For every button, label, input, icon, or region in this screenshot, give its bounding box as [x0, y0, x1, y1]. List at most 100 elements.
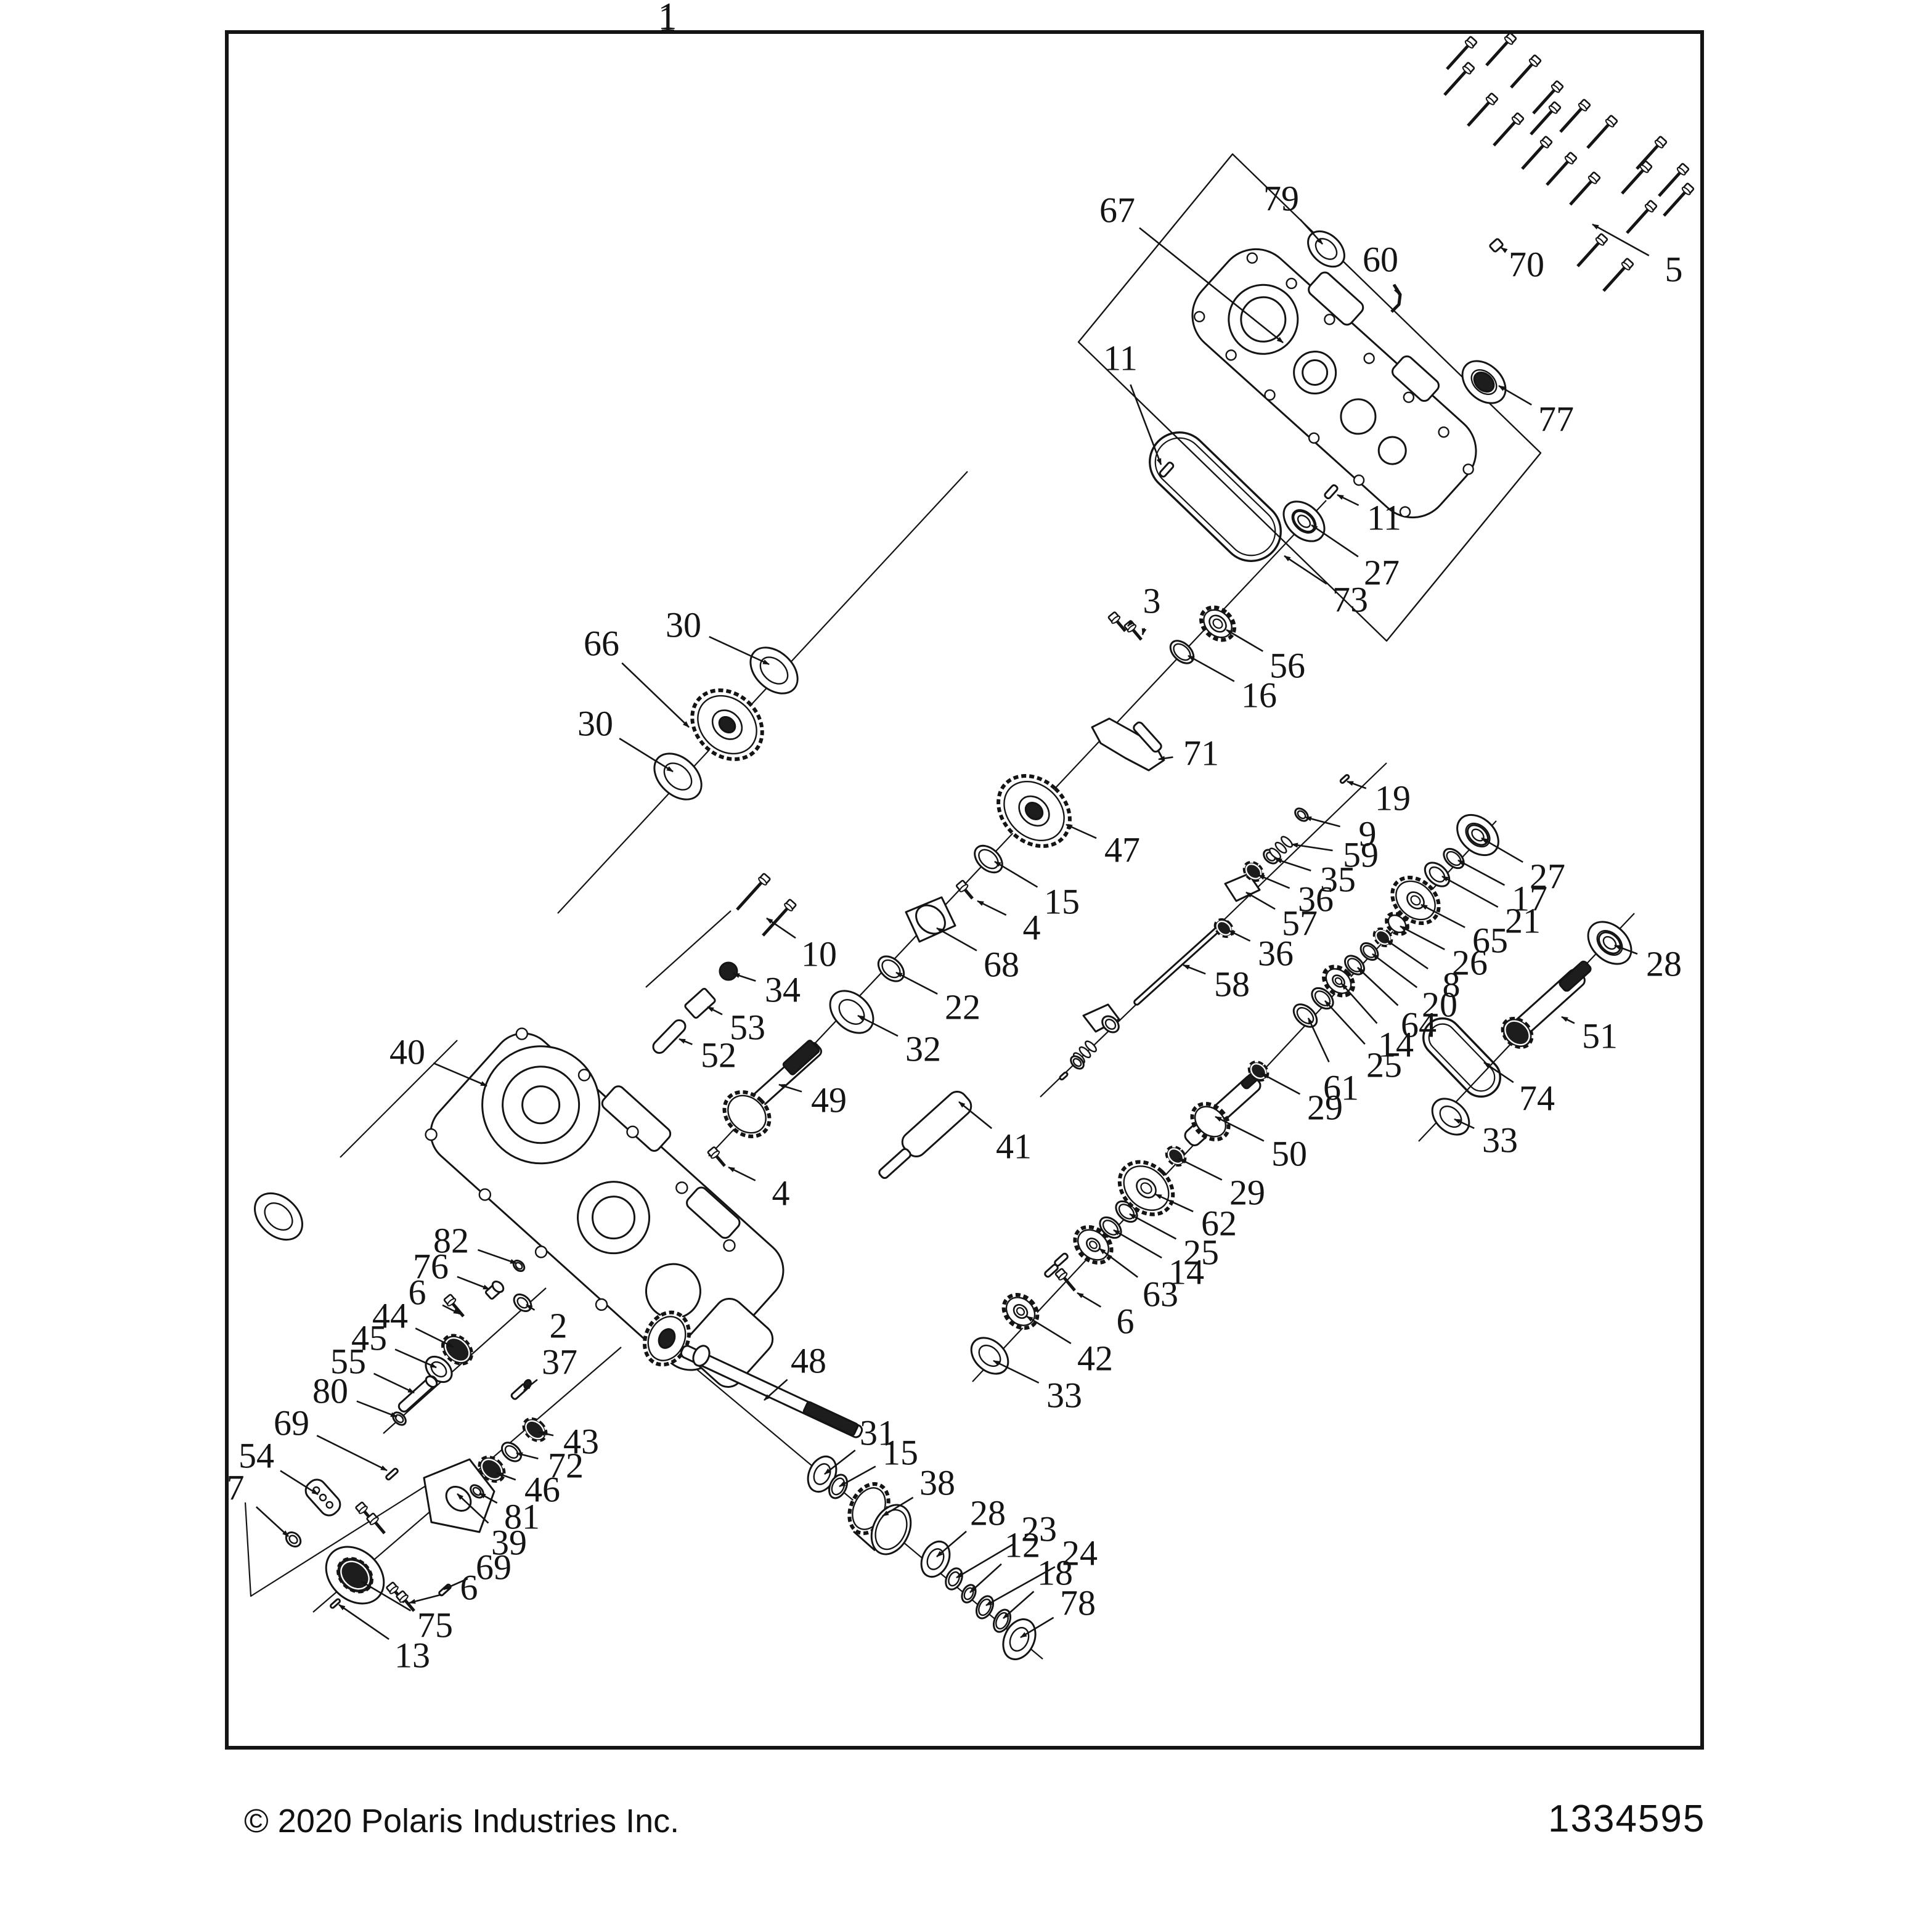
callout-number: 21: [1505, 901, 1541, 941]
callout-41: 41: [958, 1101, 1032, 1167]
callout-number: 61: [1323, 1068, 1359, 1108]
callout-6: 6: [409, 1273, 460, 1315]
callout-23: 23: [956, 1509, 1057, 1579]
callout-67: 67: [1099, 190, 1284, 344]
bolt-field-5: [1446, 36, 1478, 70]
bolt-holes: [515, 1027, 529, 1040]
callout-33: 33: [993, 1359, 1082, 1416]
part-shape: [319, 1493, 327, 1502]
pin-19: [1339, 774, 1350, 784]
bolt-10: [762, 899, 797, 937]
callout-number: 69: [274, 1403, 309, 1443]
callout-number: 30: [577, 704, 613, 744]
callout-42: 42: [1026, 1315, 1113, 1379]
callout-number: 57: [1282, 903, 1318, 944]
callout-74: 74: [1483, 1061, 1555, 1119]
bolt-holes: [1403, 391, 1415, 403]
callout-50: 50: [1215, 1115, 1307, 1174]
pin-19: [1059, 1071, 1069, 1081]
callout-75: 75: [361, 1580, 453, 1645]
bolt-field-5: [1443, 62, 1475, 96]
shift-shaft-58: [1133, 919, 1228, 1006]
copyright-text: © 2020 Polaris Industries Inc.: [244, 1803, 680, 1840]
pin-19: [1339, 774, 1350, 784]
callout-number: 75: [417, 1605, 453, 1645]
bolt-field-5: [1532, 80, 1564, 115]
callout-30: 30: [577, 704, 674, 773]
callout-62: 62: [1155, 1193, 1237, 1244]
callout-number: 27: [1530, 857, 1565, 897]
part-shape: [658, 1328, 676, 1349]
bolt-field-5: [1559, 99, 1591, 133]
callout-number: 25: [1183, 1233, 1219, 1273]
fork-35: [1082, 1003, 1120, 1033]
callout-number: 63: [1143, 1274, 1178, 1314]
pin-13: [330, 1598, 341, 1609]
part-shape: [782, 1040, 820, 1075]
callout-80: 80: [312, 1371, 397, 1418]
callout-2: 2: [526, 1303, 568, 1346]
part-shape: [802, 1401, 859, 1437]
bolt-holes: [1246, 252, 1258, 264]
callout-number: 41: [996, 1127, 1032, 1167]
bolt-field-5: [1602, 258, 1634, 292]
callout-10: 10: [766, 917, 837, 974]
callout-number: 77: [1538, 399, 1574, 439]
ball-34: [719, 961, 738, 981]
sprocket-56: [1199, 605, 1236, 642]
callout-number: 82: [433, 1221, 469, 1261]
callout-number: 28: [970, 1493, 1006, 1533]
bolt-6: [366, 1512, 386, 1535]
gear-43: [522, 1417, 548, 1443]
callout-number: 44: [372, 1296, 408, 1336]
callout-number: 18: [1037, 1553, 1073, 1593]
bolt-holes: [478, 1188, 492, 1201]
bracket-52: [652, 1019, 687, 1054]
spring-59: [1085, 1040, 1097, 1053]
part-shape: [1297, 515, 1311, 528]
callout-27: 27: [1481, 837, 1565, 897]
callout-number: 34: [765, 970, 801, 1010]
callout-number: 6: [460, 1568, 478, 1608]
callout-number: 9: [1359, 814, 1377, 854]
bolt-6: [1054, 1268, 1076, 1292]
callout-9: 9: [1305, 814, 1377, 854]
callout-number: 59: [1343, 835, 1379, 875]
callout-number: 79: [1263, 179, 1299, 219]
pawl-57: [1224, 873, 1261, 902]
part-shape: [491, 1280, 505, 1294]
callout-70: 70: [1501, 245, 1544, 285]
callout-number: 26: [1452, 943, 1488, 983]
callout-number: 31: [860, 1413, 895, 1453]
part-shape: [1302, 359, 1329, 386]
callout-55: 55: [330, 1342, 415, 1394]
callout-number: 10: [801, 934, 837, 974]
callout-number: 5: [1665, 250, 1683, 290]
bolt-holes: [1399, 506, 1411, 518]
part-shape: [521, 1085, 561, 1125]
bolt-10: [736, 873, 771, 911]
bolt-holes: [1438, 426, 1449, 438]
callout-number: 66: [584, 624, 619, 664]
callout-34: 34: [733, 970, 801, 1010]
part-shape: [1392, 355, 1440, 402]
callout-45: 45: [351, 1318, 437, 1369]
bolt-field-5: [1576, 233, 1608, 267]
callout-number: 78: [1060, 1583, 1096, 1623]
bolt-holes: [1363, 353, 1375, 364]
callout-5: 5: [1592, 223, 1683, 290]
callout-number: 74: [1519, 1078, 1555, 1119]
bolt-holes: [1264, 389, 1276, 401]
callout-69: 69: [443, 1547, 512, 1591]
bolt-field-5: [1663, 182, 1695, 217]
callout-33: 33: [1454, 1118, 1518, 1160]
callout-number: 24: [1062, 1533, 1098, 1573]
part-shape: [802, 1401, 859, 1437]
nut-7: [288, 1535, 298, 1544]
washer-9: [1072, 1058, 1082, 1067]
callout-7: 7: [227, 1468, 289, 1537]
part-shape: [692, 1345, 711, 1367]
dowel-pin-11: [1324, 484, 1339, 500]
callout-26: 26: [1400, 925, 1488, 983]
callout-11: 11: [1103, 338, 1162, 465]
